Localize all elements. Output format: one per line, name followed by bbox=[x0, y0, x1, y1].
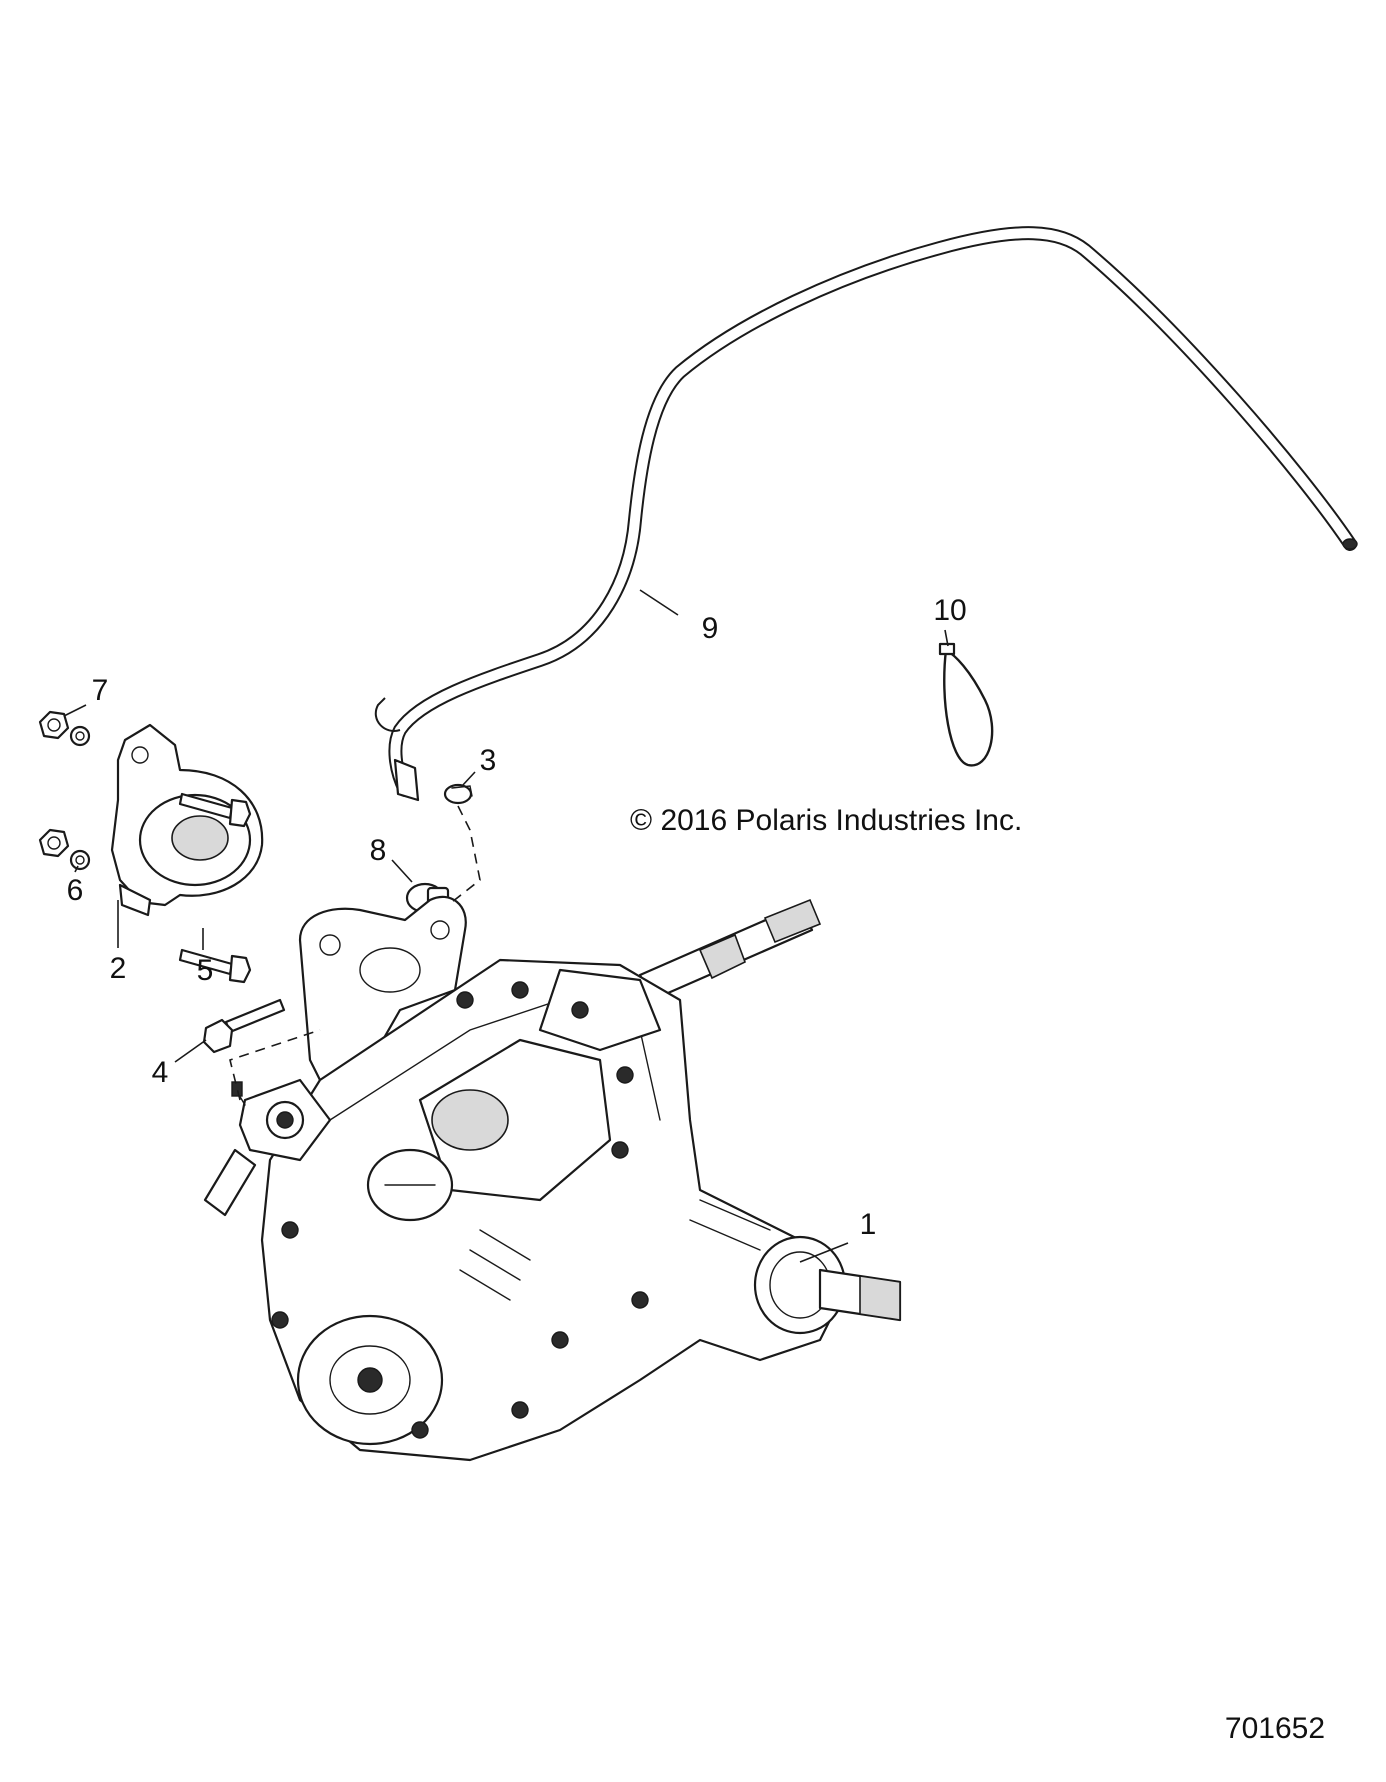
bolt-upper bbox=[178, 792, 252, 828]
callout-8: 8 bbox=[370, 834, 387, 867]
callout-3: 3 bbox=[480, 744, 497, 777]
callout-5: 5 bbox=[197, 954, 214, 987]
leader-7 bbox=[63, 704, 87, 717]
copyright-text: © 2016 Polaris Industries Inc. bbox=[630, 804, 1022, 837]
assembly-line-clamp bbox=[451, 805, 481, 903]
callout-6: 6 bbox=[67, 874, 84, 907]
washer-upper bbox=[69, 725, 91, 747]
nut-lower bbox=[38, 828, 70, 858]
bolt-lower bbox=[178, 948, 252, 984]
callout-2: 2 bbox=[110, 952, 127, 985]
washer-lower bbox=[69, 849, 91, 871]
leader-9 bbox=[639, 589, 679, 616]
callout-7: 7 bbox=[92, 674, 109, 707]
callout-10: 10 bbox=[933, 594, 966, 627]
leader-8 bbox=[391, 859, 413, 883]
hose-clamp bbox=[443, 783, 473, 805]
callout-1: 1 bbox=[860, 1208, 877, 1241]
nut-upper bbox=[38, 710, 70, 740]
gear-position-sensor bbox=[110, 723, 264, 917]
transmission-assembly bbox=[203, 895, 902, 1462]
leader-1 bbox=[799, 1242, 849, 1263]
vent-hose bbox=[374, 226, 1358, 802]
leader-10 bbox=[944, 629, 949, 647]
leader-6 bbox=[74, 865, 79, 873]
bolt-long bbox=[202, 998, 286, 1054]
assembly-line-bolt bbox=[229, 1029, 321, 1101]
callout-4: 4 bbox=[152, 1056, 169, 1089]
drawing-number: 701652 bbox=[1225, 1712, 1325, 1745]
leader-3 bbox=[461, 771, 476, 787]
leader-4 bbox=[174, 1039, 207, 1063]
callout-9: 9 bbox=[702, 612, 719, 645]
cable-tie bbox=[938, 642, 994, 767]
